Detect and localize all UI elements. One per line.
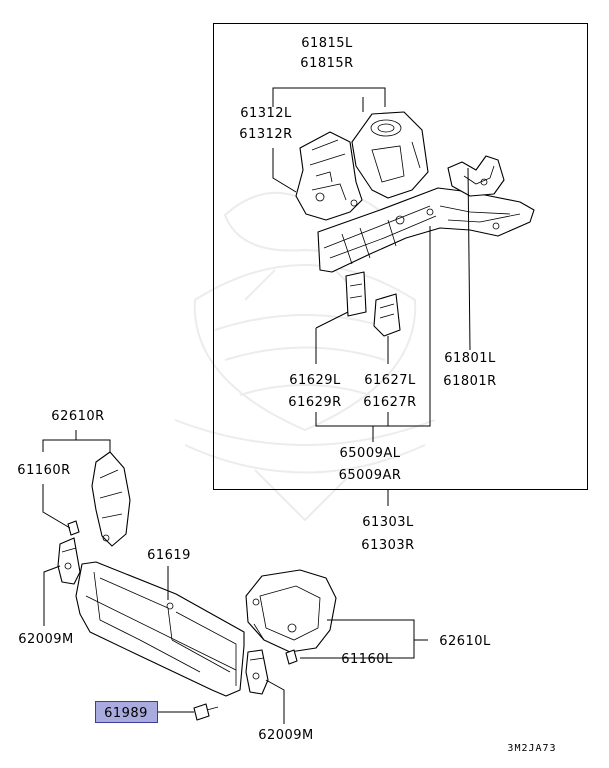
label-61160L[interactable]: 61160L (341, 652, 393, 667)
part-61815-apron (351, 111, 429, 199)
part-61629-gusset (345, 271, 367, 317)
label-61815R[interactable]: 61815R (300, 56, 353, 71)
part-61619-radiator-support (75, 561, 245, 697)
part-61312-inner-panel (295, 131, 363, 221)
part-62009M-left-bracket (57, 537, 81, 585)
part-61160L-clip (285, 649, 298, 665)
label-61801R[interactable]: 61801R (443, 374, 496, 389)
label-61989[interactable]: 61989 (104, 706, 148, 721)
label-61629L[interactable]: 61629L (289, 373, 341, 388)
label-62610R[interactable]: 62610R (51, 409, 104, 424)
label-61160R[interactable]: 61160R (17, 463, 70, 478)
label-61303L[interactable]: 61303L (362, 515, 414, 530)
label-61627R[interactable]: 61627R (363, 395, 416, 410)
subassembly-frame (213, 23, 588, 490)
part-62009M-bottom-bracket (245, 649, 269, 695)
label-61312R[interactable]: 61312R (239, 127, 292, 142)
part-61160R-clip (67, 520, 80, 536)
diagram-code: 3M2JA73 (507, 743, 556, 754)
label-62009M-bottom[interactable]: 62009M (258, 728, 314, 743)
label-61815L[interactable]: 61815L (301, 36, 353, 51)
label-65009AL[interactable]: 65009AL (340, 446, 401, 461)
label-61312L[interactable]: 61312L (240, 106, 292, 121)
label-61801L[interactable]: 61801L (444, 351, 496, 366)
label-62009M-left[interactable]: 62009M (18, 632, 74, 647)
label-61619[interactable]: 61619 (147, 548, 191, 563)
part-61989-bolt (193, 703, 219, 721)
label-61629R[interactable]: 61629R (288, 395, 341, 410)
part-61303-side-member (317, 187, 535, 273)
label-65009AR[interactable]: 65009AR (339, 468, 402, 483)
part-62610R-support (91, 451, 131, 547)
part-61801-bracket (447, 155, 505, 197)
watermark-emblem (174, 191, 436, 522)
label-62610L[interactable]: 62610L (439, 634, 491, 649)
highlight-61989 (95, 701, 158, 723)
part-62610L-apron (245, 569, 337, 653)
part-61627-gusset (373, 293, 401, 337)
label-61303R[interactable]: 61303R (361, 538, 414, 553)
label-61627L[interactable]: 61627L (364, 373, 416, 388)
part-labels: 61815L 61815R 61312L 61312R 61801L 61801… (17, 36, 556, 754)
leader-lines (42, 87, 471, 724)
